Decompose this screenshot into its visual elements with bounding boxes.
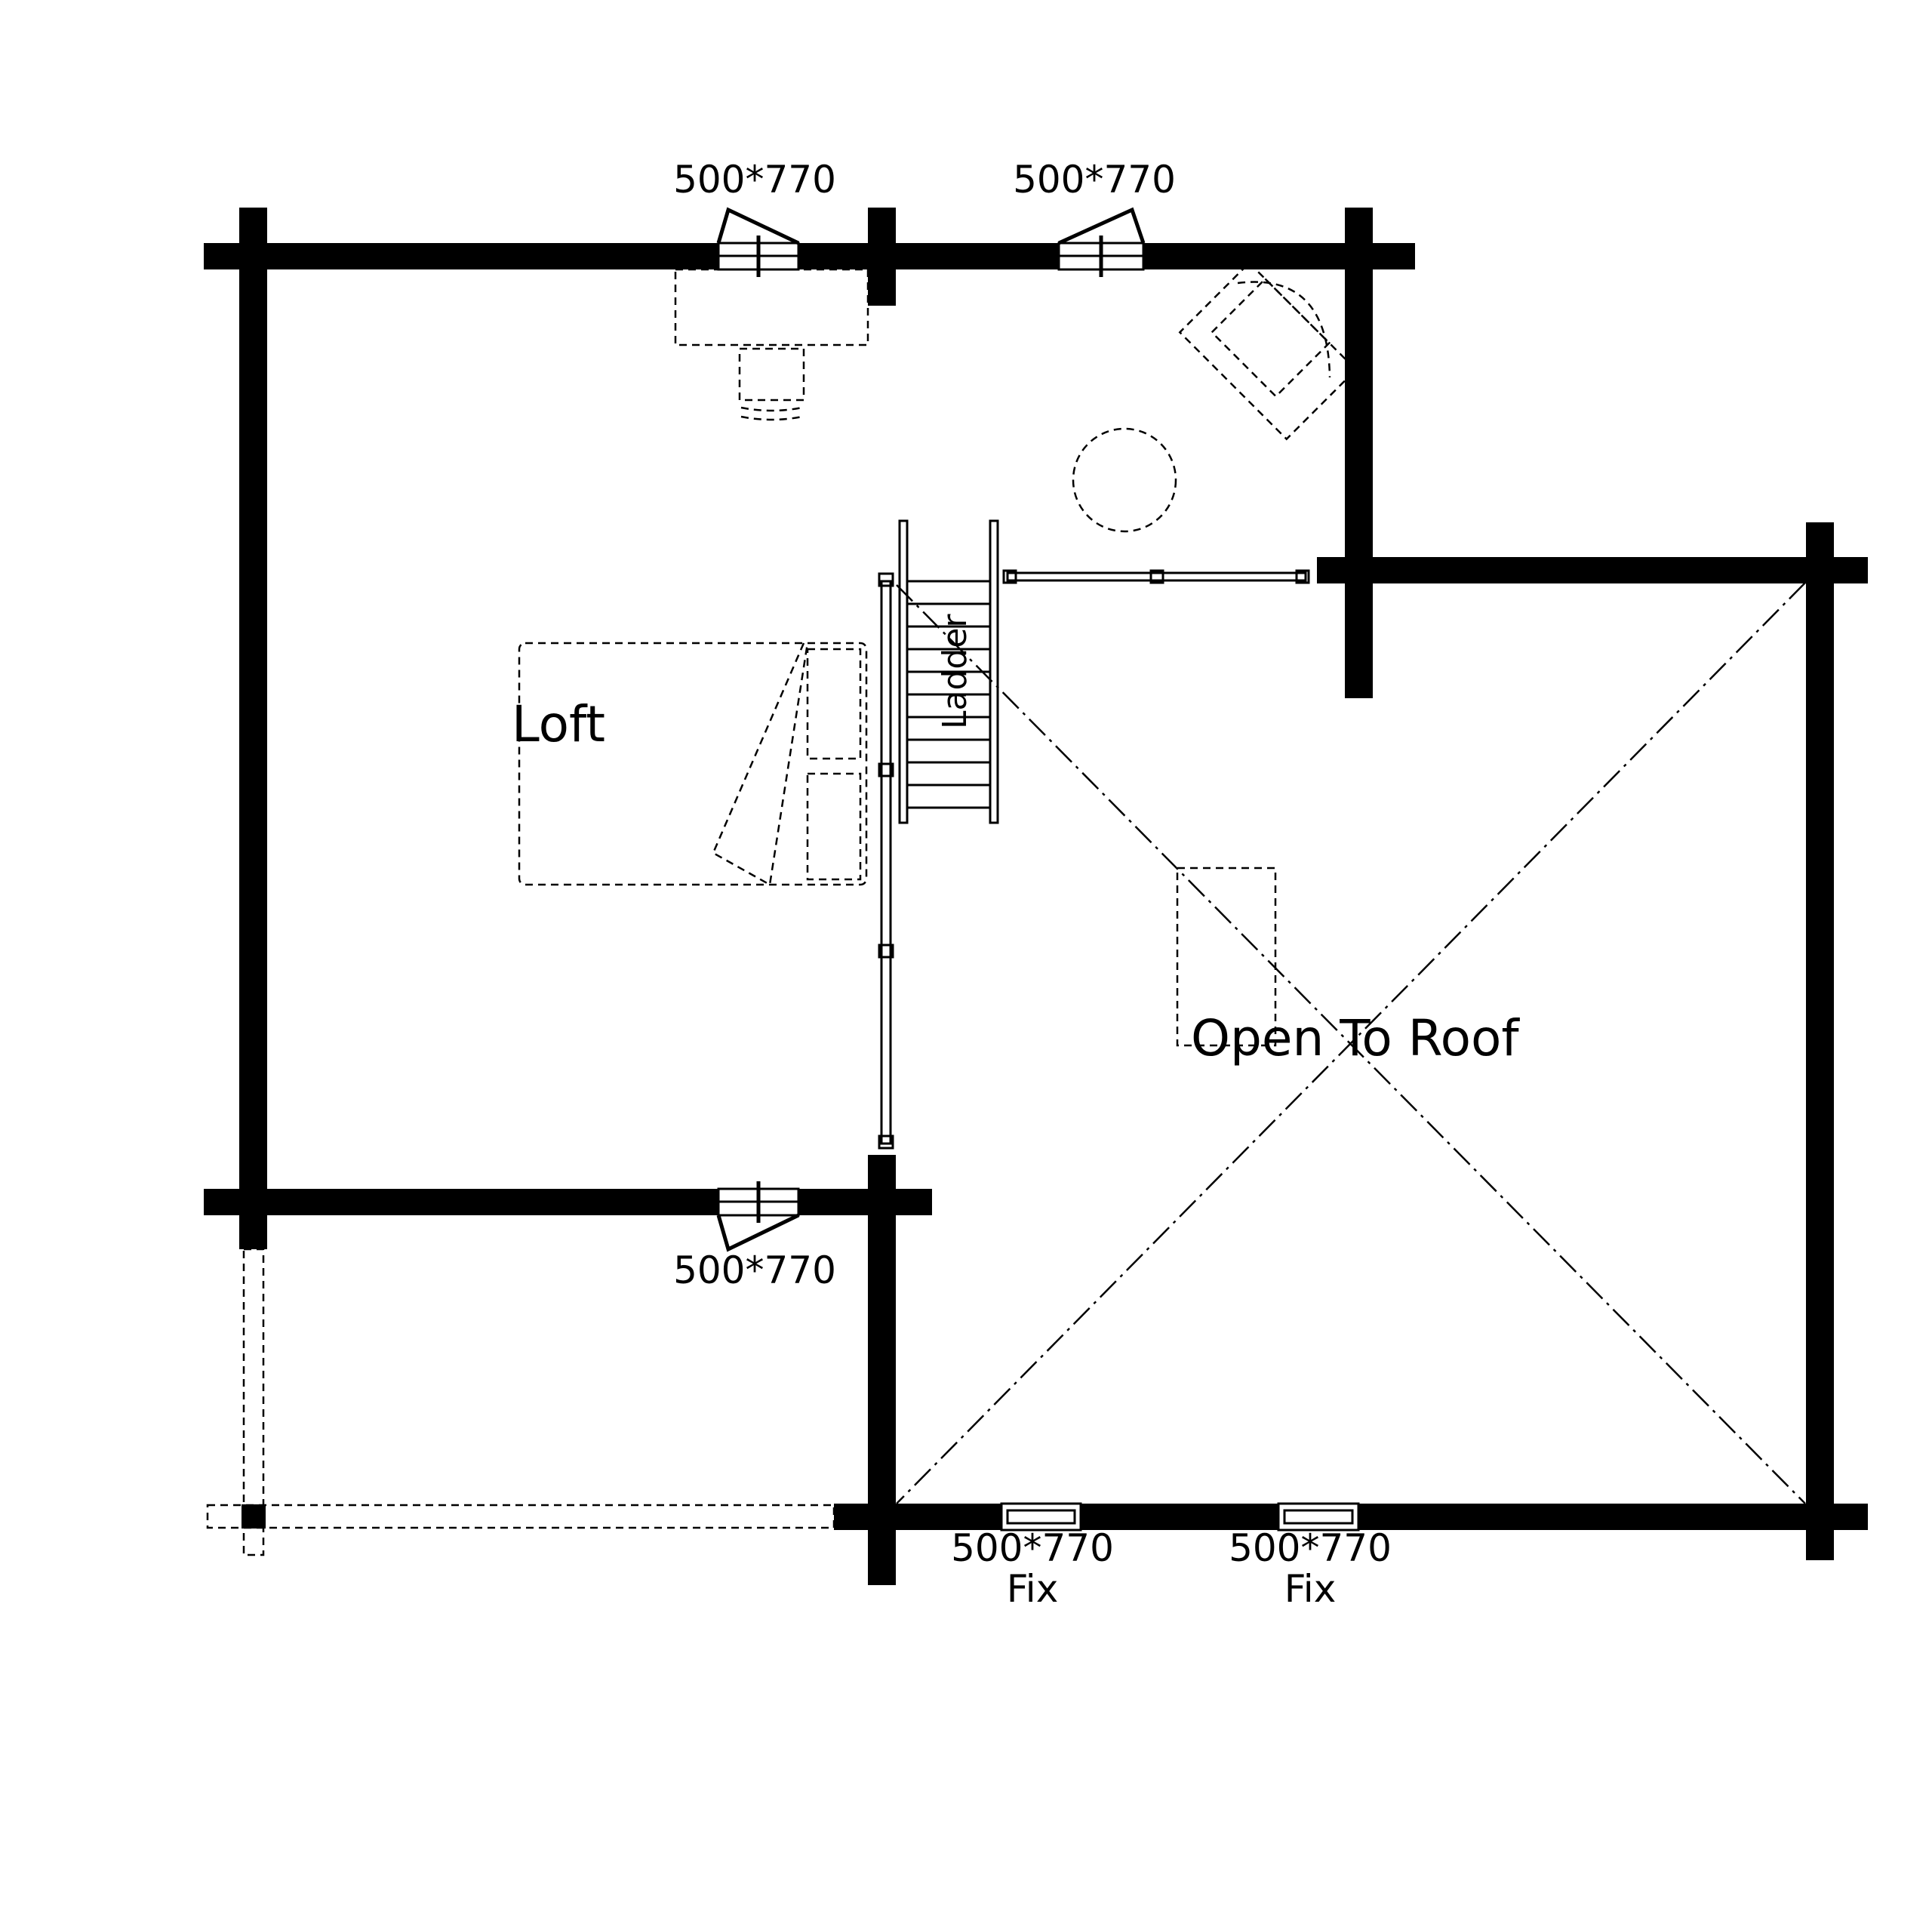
open-to-roof-diagonals: [896, 582, 1806, 1504]
log-walls: [204, 208, 1868, 1585]
room-label-open-to-roof: Open To Roof: [1191, 1009, 1520, 1067]
window-label-bottom-left-type: Fix: [1007, 1567, 1059, 1611]
window-label-bottom-left-size: 500*770: [951, 1526, 1114, 1570]
room-label-loft: Loft: [512, 695, 605, 753]
window-label-bottom-right-size: 500*770: [1229, 1526, 1392, 1570]
window-top-right: [1057, 207, 1146, 277]
window-label-top-left: 500*770: [673, 158, 836, 202]
ladder-label: Ladder: [936, 614, 974, 729]
window-label-top-right: 500*770: [1013, 158, 1176, 202]
porch-outline: [206, 1248, 835, 1556]
railing-vertical: [878, 572, 894, 1150]
stove: [1176, 867, 1277, 1047]
ladder: [898, 519, 999, 824]
window-mid-left: [716, 1181, 800, 1252]
window-label-bottom-right-type: Fix: [1284, 1567, 1337, 1611]
railing-horizontal: [1002, 569, 1310, 584]
window-bottom-left: [1000, 1502, 1082, 1532]
bed: [518, 642, 868, 886]
round-table: [1072, 427, 1177, 533]
window-top-left: [716, 207, 800, 277]
chair: [738, 347, 805, 421]
armchair: [1178, 261, 1358, 441]
desk: [674, 268, 869, 346]
window-bottom-right: [1277, 1502, 1360, 1532]
window-label-mid-left: 500*770: [673, 1248, 836, 1292]
